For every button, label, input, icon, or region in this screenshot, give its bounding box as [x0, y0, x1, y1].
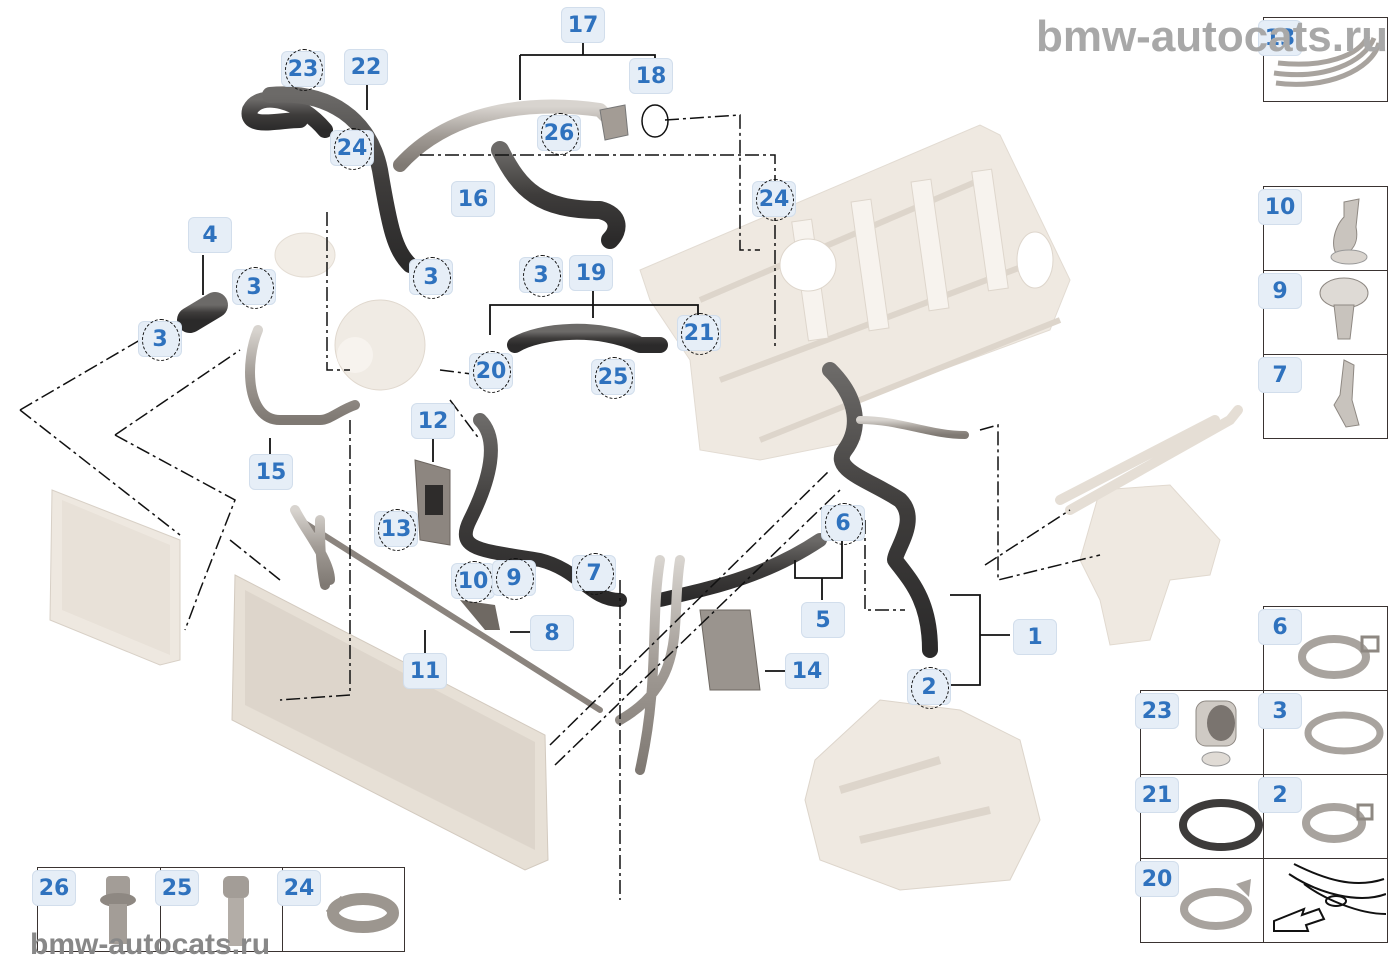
hose-1	[822, 362, 938, 658]
pipe-17	[393, 99, 617, 172]
legend-cell-13[interactable]: 13	[1258, 17, 1388, 102]
callout-1[interactable]: 1	[1013, 619, 1057, 655]
water-pump	[334, 299, 426, 391]
legend-label-13: 13	[1258, 20, 1302, 56]
hose-clamp-icon	[1302, 803, 1374, 843]
callout-19[interactable]: 19	[569, 255, 613, 291]
dashed-guides	[19, 114, 1101, 900]
legend-label-6: 6	[1258, 609, 1302, 645]
clip-icon	[1330, 198, 1368, 265]
callout-9[interactable]: 9	[492, 558, 536, 600]
callout-12[interactable]: 12	[411, 403, 455, 439]
callout-2[interactable]: 2	[907, 667, 951, 709]
callout-3-left[interactable]: 3	[138, 319, 182, 361]
expansion-tank	[1055, 405, 1243, 646]
vehicle-front-arrow-icon	[1273, 863, 1387, 932]
hose-22	[262, 86, 418, 273]
legend-label-26: 26	[32, 870, 76, 906]
legend-label-20: 20	[1135, 861, 1179, 897]
callout-23[interactable]: 23	[281, 49, 325, 91]
engine-block	[639, 124, 1071, 461]
callout-3-center[interactable]: 3	[519, 255, 563, 297]
flange-17	[599, 104, 629, 141]
callout-22[interactable]: 22	[344, 49, 388, 85]
hose-4	[177, 292, 228, 333]
callout-3-thermostat[interactable]: 3	[232, 267, 276, 309]
turbo-housing	[804, 699, 1041, 891]
hex-bolt-icon	[223, 876, 249, 946]
hose-clip-strip-icon	[1273, 34, 1382, 87]
callout-15[interactable]: 15	[249, 454, 293, 490]
screw-icon	[1319, 277, 1369, 340]
callout-6[interactable]: 6	[821, 503, 865, 545]
callout-7[interactable]: 7	[572, 553, 616, 595]
legend-label-7: 7	[1258, 357, 1302, 393]
hose-clamp-icon	[1180, 879, 1252, 930]
hose-19	[507, 323, 668, 353]
watermark-bottom: bmw-autocats.ru	[30, 928, 271, 961]
pipe-15	[245, 325, 360, 425]
callout-11[interactable]: 11	[403, 653, 447, 689]
callout-18[interactable]: 18	[629, 58, 673, 94]
legend-label-23: 23	[1135, 693, 1179, 729]
hose-clamp-icon	[1298, 635, 1380, 679]
callout-17[interactable]: 17	[561, 7, 605, 43]
callout-25[interactable]: 25	[591, 357, 635, 399]
callout-13[interactable]: 13	[374, 509, 418, 551]
flange-bolt-icon	[100, 876, 136, 944]
callout-24[interactable]: 24	[330, 128, 374, 170]
legend-label-9: 9	[1258, 273, 1302, 309]
callout-24-engine[interactable]: 24	[752, 179, 796, 221]
legend-label-2: 2	[1258, 777, 1302, 813]
legend-cell-9[interactable]: 9	[1258, 270, 1388, 355]
legend-cell-24[interactable]: 24	[277, 867, 405, 952]
legend-label-25: 25	[155, 870, 199, 906]
callout-10[interactable]: 10	[451, 561, 495, 603]
callout-3-hose[interactable]: 3	[409, 257, 453, 299]
legend-cell-20[interactable]: 20	[1135, 858, 1264, 943]
legend-cell-2[interactable]: 2	[1258, 774, 1388, 859]
legend-cell-6[interactable]: 6	[1258, 606, 1388, 691]
callout-5[interactable]: 5	[801, 602, 845, 638]
thermostat	[274, 232, 336, 278]
bracket-12	[414, 459, 451, 546]
legend-cell-25[interactable]: 25	[155, 867, 283, 952]
main-radiator	[231, 574, 549, 871]
legend-label-3: 3	[1258, 693, 1302, 729]
clamp-with-plug-icon	[1195, 700, 1237, 767]
hose-16	[491, 141, 626, 249]
callout-4[interactable]: 4	[188, 217, 232, 253]
callout-16[interactable]: 16	[451, 181, 495, 217]
seal-18	[641, 104, 669, 138]
legend-cell-vehicle-front[interactable]	[1263, 858, 1388, 943]
legend-cell-23[interactable]: 23	[1135, 690, 1264, 775]
hose-22-23	[241, 91, 333, 138]
auxiliary-radiator	[49, 489, 181, 666]
watermark-top: bmw-autocats.ru	[1035, 12, 1388, 61]
legend-label-21: 21	[1135, 777, 1179, 813]
holder-icon	[1333, 359, 1360, 428]
callout-14[interactable]: 14	[785, 653, 829, 689]
callout-26[interactable]: 26	[537, 113, 581, 155]
pipe-lower	[615, 555, 685, 775]
legend-cell-7[interactable]: 7	[1258, 354, 1388, 439]
sealing-ring-icon	[1179, 799, 1263, 851]
callout-20[interactable]: 20	[469, 351, 513, 393]
pipe-11b	[290, 505, 335, 590]
spring-band-clamp-icon	[1304, 711, 1384, 755]
legend-cell-26[interactable]: 26	[32, 867, 161, 952]
hose-clamp-icon	[325, 893, 399, 933]
callout-21[interactable]: 21	[677, 313, 721, 355]
callout-8[interactable]: 8	[530, 615, 574, 651]
pipe-1b	[856, 416, 969, 439]
legend-label-24: 24	[277, 870, 321, 906]
legend-cell-10[interactable]: 10	[1258, 186, 1388, 271]
legend-cell-21[interactable]: 21	[1135, 774, 1264, 859]
legend-cell-3[interactable]: 3	[1258, 690, 1388, 775]
hose-5	[653, 533, 827, 607]
bracket-8	[460, 600, 500, 630]
bracket-14	[699, 609, 761, 691]
legend-label-10: 10	[1258, 189, 1302, 225]
